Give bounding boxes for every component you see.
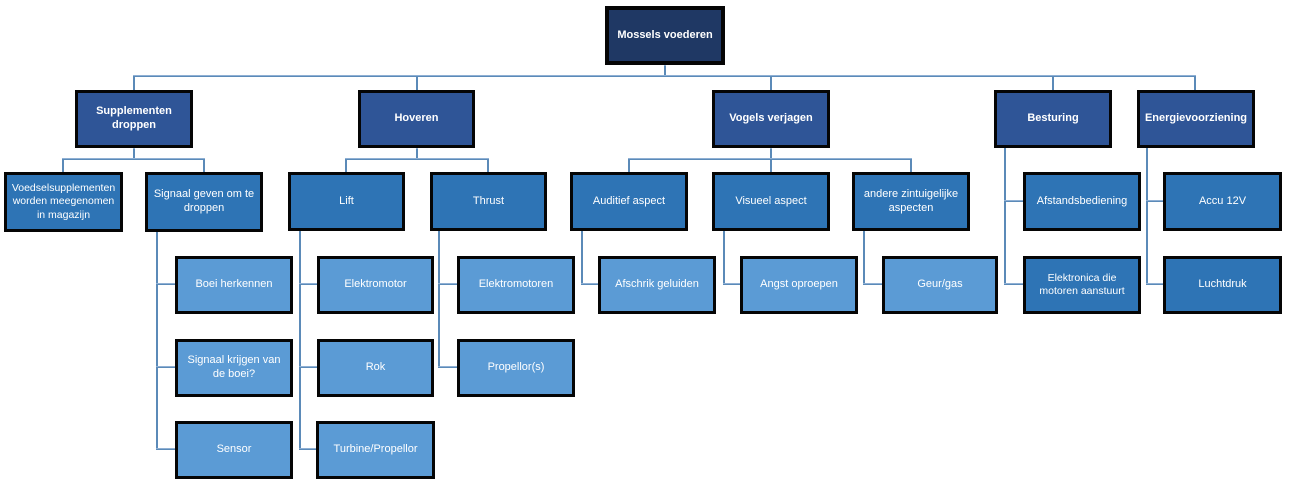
connector-line	[1146, 283, 1163, 285]
connector-line	[156, 366, 175, 368]
connector-line	[1004, 200, 1023, 202]
node-rok: Rok	[317, 339, 434, 397]
node-elektromotor: Elektromotor	[317, 256, 434, 314]
connector-line	[1194, 75, 1196, 90]
connector-line	[628, 158, 630, 172]
connector-line	[156, 230, 158, 450]
connector-line	[299, 366, 317, 368]
node-lift: Lift	[288, 172, 405, 231]
connector-line	[770, 158, 772, 172]
connector-line	[863, 230, 865, 285]
connector-line	[1146, 200, 1163, 202]
node-auditief-aspect: Auditief aspect	[570, 172, 688, 231]
connector-line	[581, 283, 598, 285]
connector-line	[299, 283, 317, 285]
connector-line	[581, 230, 583, 285]
node-thrust: Thrust	[430, 172, 547, 231]
node-besturing: Besturing	[994, 90, 1112, 148]
node-propellors: Propellor(s)	[457, 339, 575, 397]
node-elektromotoren: Elektromotoren	[457, 256, 575, 314]
connector-line	[910, 158, 912, 172]
connector-line	[1052, 75, 1054, 90]
connector-line	[1004, 147, 1006, 285]
node-supplementen-droppen: Supplementen droppen	[75, 90, 193, 148]
node-andere-zintuigelijke: andere zintuigelijke aspecten	[852, 172, 970, 231]
connector-line	[723, 230, 725, 285]
connector-line	[416, 148, 418, 159]
node-hoveren: Hoveren	[358, 90, 475, 148]
connector-line	[664, 65, 666, 76]
connector-line	[133, 148, 135, 159]
node-afstandsbediening: Afstandsbediening	[1023, 172, 1141, 231]
node-energievoorziening: Energievoorziening	[1137, 90, 1255, 148]
connector-line	[863, 283, 882, 285]
node-elektronica-motoren: Elektronica die motoren aanstuurt	[1023, 256, 1141, 314]
connector-line	[438, 230, 440, 368]
connector-line	[299, 448, 316, 450]
connector-line	[438, 366, 457, 368]
connector-line	[487, 158, 489, 172]
node-geur-gas: Geur/gas	[882, 256, 998, 314]
connector-line	[723, 283, 740, 285]
connector-line	[62, 158, 205, 160]
connector-line	[62, 158, 64, 172]
connector-line	[299, 230, 301, 450]
connector-line	[770, 75, 772, 90]
node-mossels-voederen: Mossels voederen	[605, 6, 725, 65]
node-signaal-krijgen: Signaal krijgen van de boei?	[175, 339, 293, 397]
node-afschrik-geluiden: Afschrik geluiden	[598, 256, 716, 314]
node-voedselsupplementen: Voedselsupplementen worden meegenomen in…	[4, 172, 123, 232]
connector-line	[438, 283, 457, 285]
connector-line	[203, 158, 205, 172]
node-sensor: Sensor	[175, 421, 293, 479]
node-visueel-aspect: Visueel aspect	[712, 172, 830, 231]
connector-line	[156, 283, 175, 285]
connector-line	[770, 148, 772, 159]
node-angst-oproepen: Angst oproepen	[740, 256, 858, 314]
node-turbine-propellor: Turbine/Propellor	[316, 421, 435, 479]
node-vogels-verjagen: Vogels verjagen	[712, 90, 830, 148]
connector-line	[345, 158, 489, 160]
connector-line	[133, 75, 135, 90]
node-signaal-geven: Signaal geven om te droppen	[145, 172, 263, 232]
node-accu-12v: Accu 12V	[1163, 172, 1282, 231]
node-boei-herkennen: Boei herkennen	[175, 256, 293, 314]
connector-line	[156, 448, 175, 450]
connector-line	[1004, 283, 1023, 285]
connector-line	[1146, 147, 1148, 285]
connector-line	[416, 75, 418, 90]
connector-line	[345, 158, 347, 172]
node-luchtdruk: Luchtdruk	[1163, 256, 1282, 314]
connector-line	[133, 75, 1196, 77]
